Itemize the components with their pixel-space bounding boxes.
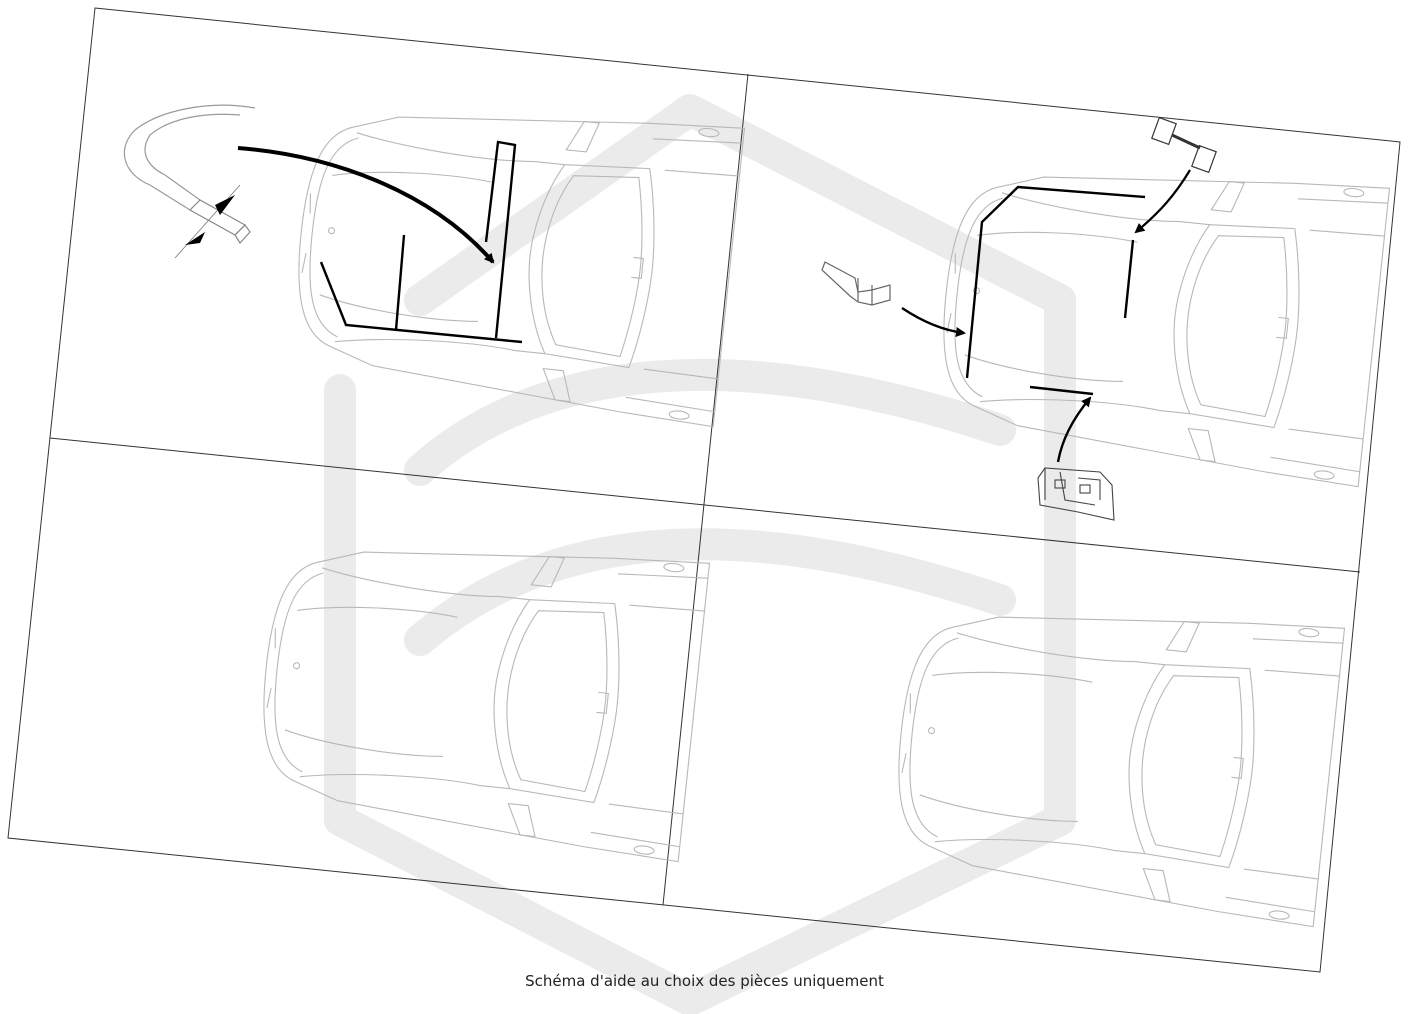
diagram-caption: Schéma d'aide au choix des pièces unique… xyxy=(525,972,884,990)
connector-icon xyxy=(1151,116,1217,174)
car-top-view xyxy=(249,517,711,863)
watermark-logo xyxy=(324,94,1076,1014)
wiring-path xyxy=(319,140,523,344)
panel-bottom-left xyxy=(249,517,711,863)
wiring-path xyxy=(965,185,1146,396)
panel-top-left xyxy=(123,82,746,428)
relay-module-icon xyxy=(1037,467,1115,521)
cable-icon xyxy=(123,104,256,259)
panel-top-right xyxy=(821,116,1391,521)
arrow-icon xyxy=(1056,396,1092,463)
arrow-icon xyxy=(1134,169,1191,234)
plug-icon xyxy=(821,261,891,306)
arrow-icon xyxy=(237,146,495,264)
panel-frames xyxy=(7,7,1401,973)
arrow-icon xyxy=(901,307,966,337)
